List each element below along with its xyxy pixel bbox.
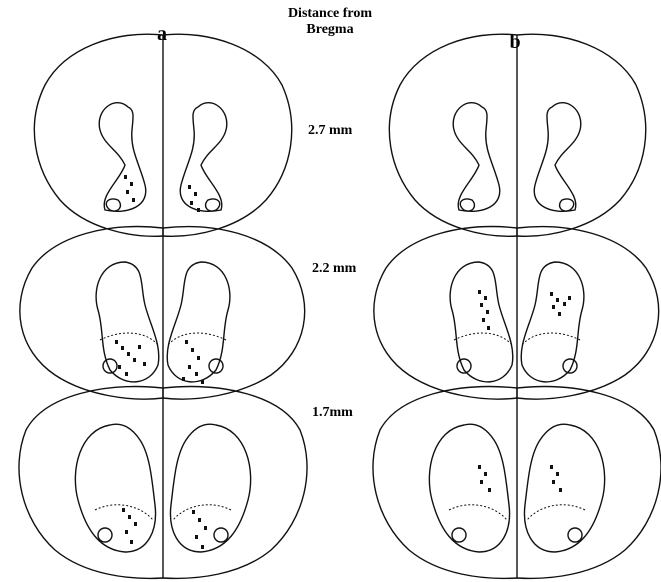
panel-a-injection-markers xyxy=(115,175,207,549)
panel-b-section-2-7mm xyxy=(389,34,645,236)
panel-b-injection-markers xyxy=(478,290,571,492)
panel-a-section-2-2mm xyxy=(20,227,305,399)
panel-b-section-1-7mm xyxy=(373,387,661,579)
level-label-2-7mm: 2.7 mm xyxy=(308,123,353,138)
level-label-1-7mm: 1.7mm xyxy=(312,405,353,420)
level-label-2-2mm: 2.2 mm xyxy=(312,261,357,276)
panel-a-section-2-7mm xyxy=(34,34,291,236)
axis-title-line1: Distance from xyxy=(288,6,372,21)
axis-title-line2: Bregma xyxy=(306,22,353,37)
panel-b-section-2-2mm xyxy=(374,227,659,399)
panel-a-section-1-7mm xyxy=(19,387,307,579)
